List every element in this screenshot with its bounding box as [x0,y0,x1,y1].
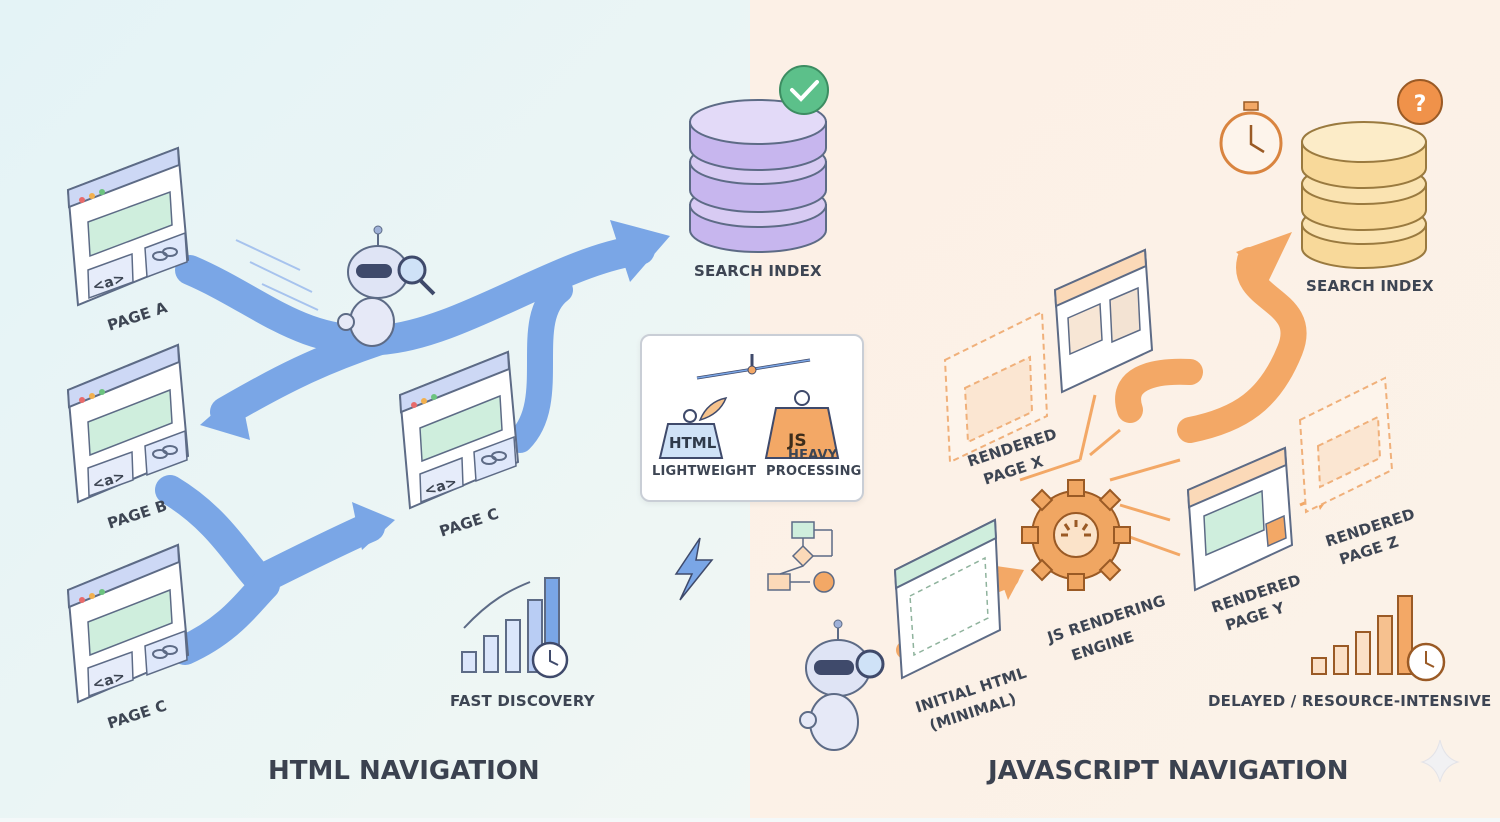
trend-arrow-icon [463,581,531,629]
clock-icon-right [1406,642,1446,682]
javascript-navigation-title: JAVASCRIPT NAVIGATION [988,756,1349,786]
lightweight-caption: LIGHTWEIGHT [652,464,757,479]
comparison-panel: HTML JS LIGHTWEIGHT HEAVY PROCESSING [640,334,864,502]
robot-icon-right [799,619,885,751]
sparkle-icon [1420,739,1460,783]
delayed-label: DELAYED / RESOURCE-INTENSIVE [1208,692,1492,710]
clock-icon-left [531,641,569,679]
search-index-database-left [689,99,827,253]
svg-text:?: ? [1414,92,1427,117]
gear-icon [1021,479,1131,591]
scale-icon [658,354,840,459]
rendered-page-y-window [1186,446,1294,592]
robot-icon [337,225,409,347]
rendered-window-top [1053,248,1154,394]
fast-discovery-label: FAST DISCOVERY [450,692,595,710]
search-index-label-right: SEARCH INDEX [1306,277,1434,295]
search-index-label-left: SEARCH INDEX [694,262,822,280]
motion-lines [235,239,319,311]
search-index-database-right [1301,121,1427,269]
question-icon: ? [1397,79,1443,125]
page-window-a [66,146,190,307]
ghost-window-x [943,310,1049,464]
page-window-b [66,343,190,504]
html-weight-label: HTML [669,434,717,452]
bar-chart-icon-left [461,577,560,673]
heavy-caption-line1: HEAVY [788,448,838,463]
stopwatch-icon [1219,101,1283,175]
page-window-c-middle [398,350,520,510]
initial-html-window [893,518,1002,680]
check-icon [779,65,829,115]
blue-arrowheads [200,220,670,550]
feather-icon [698,396,728,422]
ghost-window-z [1298,376,1394,514]
lightning-icon [674,537,714,601]
page-window-c-bottom [66,543,190,704]
heavy-caption-line2: PROCESSING [766,464,862,479]
magnifier-icon [397,255,436,296]
html-navigation-title: HTML NAVIGATION [268,756,540,786]
js-weight-label: JS [788,431,807,451]
flowchart-icon [767,521,835,593]
link-icon [152,247,507,659]
